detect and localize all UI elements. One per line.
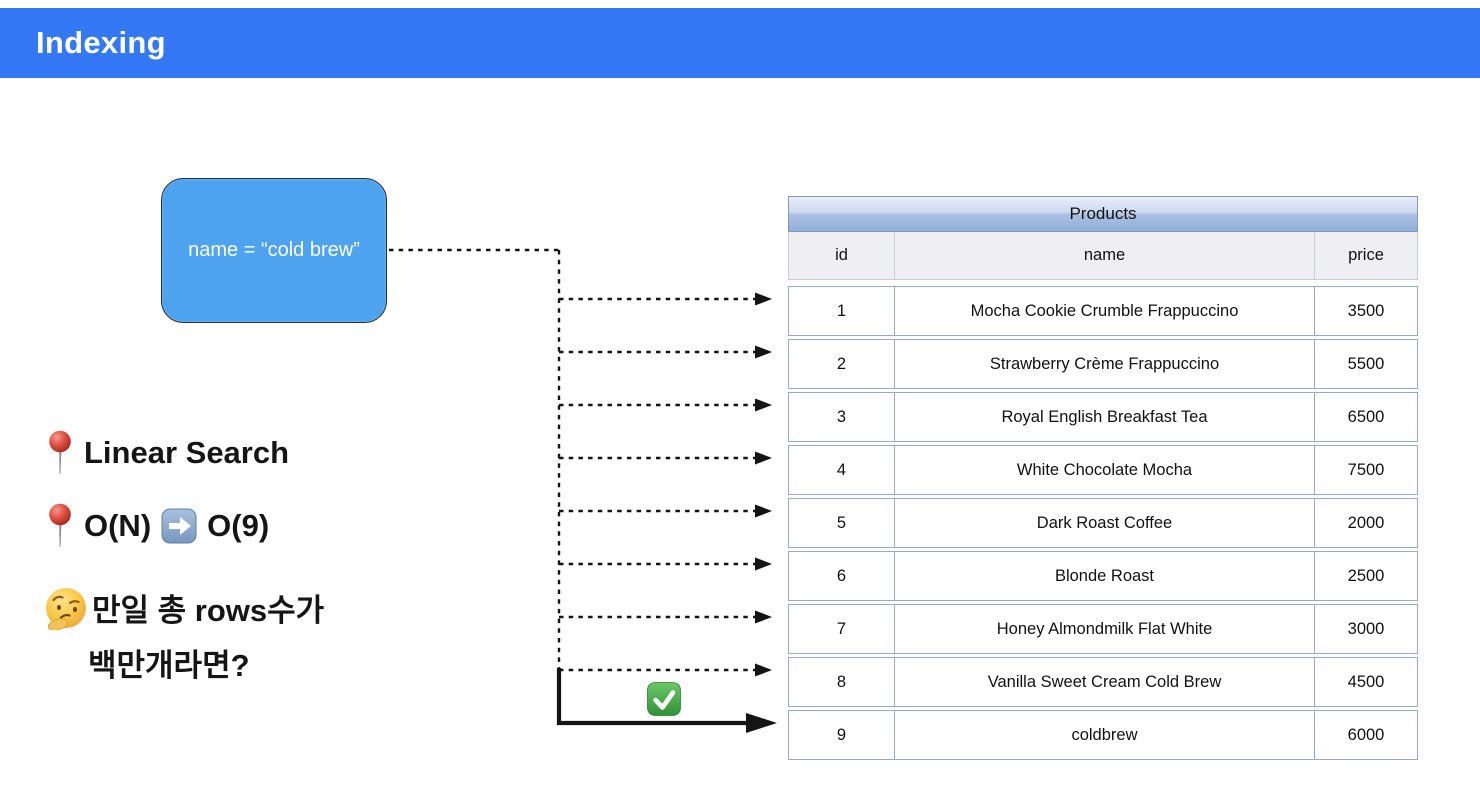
row-name-cell: Strawberry Crème Frappuccino <box>895 340 1315 388</box>
row-name-cell: coldbrew <box>895 711 1315 759</box>
row-id-cell: 7 <box>789 605 895 653</box>
row-id-cell: 3 <box>789 393 895 441</box>
row-id-cell: 4 <box>789 446 895 494</box>
slide-header: Indexing <box>0 8 1480 78</box>
row-price-cell: 3000 <box>1347 619 1385 638</box>
arrow-right-icon <box>161 508 197 544</box>
table-title: Products <box>788 196 1418 232</box>
row-id-cell: 6 <box>789 552 895 600</box>
pushpin-icon <box>49 503 71 547</box>
row-name-cell: Vanilla Sweet Cream Cold Brew <box>895 658 1315 706</box>
column-header-price: price <box>1348 246 1384 264</box>
row-price-cell: 6500 <box>1347 407 1385 426</box>
row-price-cell: 7500 <box>1347 460 1385 479</box>
pushpin-icon <box>49 430 71 474</box>
column-header-id: id <box>789 232 895 279</box>
row-name-cell: Royal English Breakfast Tea <box>895 393 1315 441</box>
row-id-cell: 1 <box>789 287 895 335</box>
thinking-face-icon <box>46 587 86 630</box>
row-price-cell: 5500 <box>1347 354 1385 373</box>
row-price-cell: 4500 <box>1347 672 1385 691</box>
row-id-cell: 8 <box>789 658 895 706</box>
row-name-cell: Dark Roast Coffee <box>895 499 1315 547</box>
complexity-before-label: O(N) <box>84 508 152 543</box>
row-price-cell: 6000 <box>1347 725 1385 744</box>
row-name-cell: Mocha Cookie Crumble Frappuccino <box>895 287 1315 335</box>
check-mark-icon <box>646 681 682 717</box>
row-pointer-arrowheads <box>755 292 772 677</box>
question-line1-label: 만일 총 rows수가 <box>92 593 325 628</box>
query-label: name = “cold brew” <box>188 239 360 261</box>
row-price-cell: 3500 <box>1347 301 1385 320</box>
row-name-cell: White Chocolate Mocha <box>895 446 1315 494</box>
column-header-name: name <box>895 232 1315 279</box>
page-title: Indexing <box>36 25 166 60</box>
row-id-cell: 5 <box>789 499 895 547</box>
question-line2-label: 백만개라면? <box>88 648 250 683</box>
query-box: name = “cold brew” <box>161 178 387 323</box>
row-id-cell: 2 <box>789 340 895 388</box>
note-linear-search: Linear Search <box>46 430 289 476</box>
note-question-line2: 백만개라면? <box>88 640 250 685</box>
table-header-row: id name price <box>788 232 1418 280</box>
row-price-cell: 2500 <box>1347 566 1385 585</box>
note-question-line1: 만일 총 rows수가 <box>44 585 324 630</box>
row-name-cell: Blonde Roast <box>895 552 1315 600</box>
note-linear-search-label: Linear Search <box>84 435 290 470</box>
row-name-cell: Honey Almondmilk Flat White <box>895 605 1315 653</box>
row-id-cell: 9 <box>789 711 895 759</box>
complexity-after-label: O(9) <box>207 508 270 543</box>
match-arrowhead <box>746 713 777 733</box>
note-complexity: O(N) O(9) <box>46 503 269 549</box>
row-price-cell: 2000 <box>1347 513 1385 532</box>
